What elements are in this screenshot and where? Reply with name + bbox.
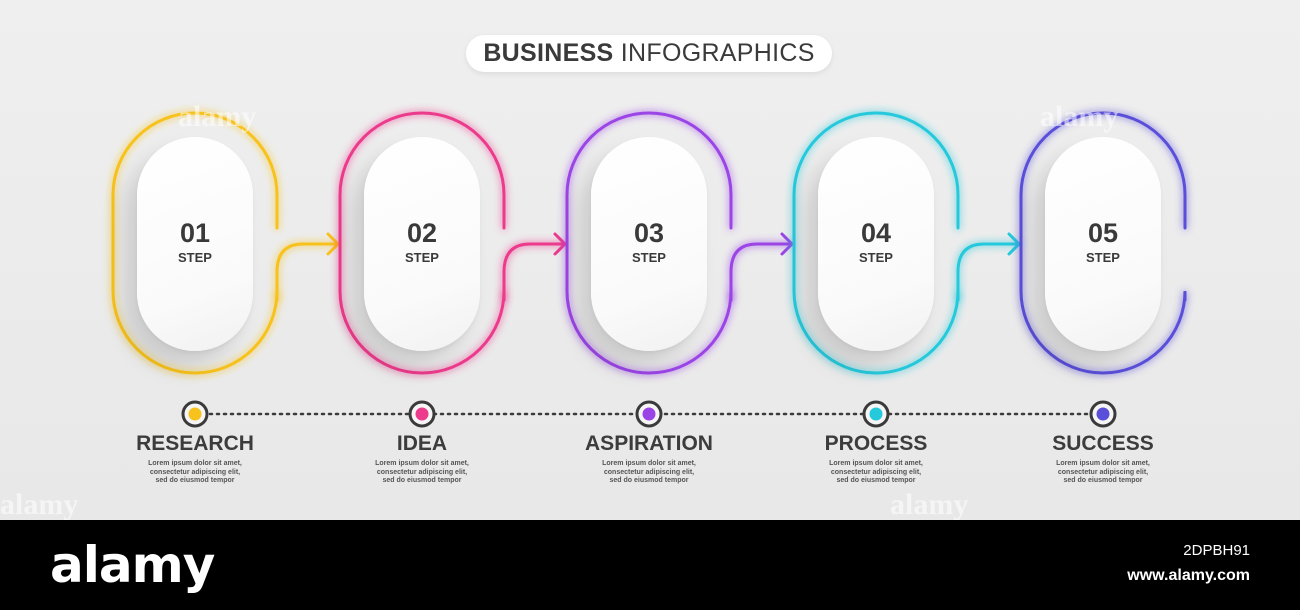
desc-line: consectetur adipiscing elit, [376, 468, 468, 476]
timeline-marker-dot [188, 407, 202, 421]
step-loop-outline [338, 111, 506, 375]
step-number: 04 [860, 218, 892, 248]
desc-line: consectetur adipiscing elit, [830, 468, 922, 476]
desc-line: consectetur adipiscing elit, [603, 468, 695, 476]
desc-line: sed do eiusmod tempor [609, 477, 689, 484]
step-name-success: SUCCESS [1052, 432, 1154, 455]
desc-line: sed do eiusmod tempor [836, 477, 916, 484]
step-flow-diagram [111, 111, 1187, 428]
site-url: www.alamy.com [1127, 567, 1250, 584]
step-loop-outline [565, 111, 733, 375]
arrow-head-icon [1007, 232, 1021, 256]
step-description-4: Lorem ipsum dolor sit amet, consectetur … [816, 460, 936, 486]
connector-arrow [729, 242, 794, 302]
title-light: INFOGRAPHICS [613, 39, 815, 67]
watermark: alamy [0, 488, 79, 521]
arrow-head-icon [780, 232, 794, 256]
desc-line: consectetur adipiscing elit, [1057, 468, 1149, 476]
step-loop-outline [111, 111, 279, 375]
step-name-aspiration: ASPIRATION [585, 432, 713, 455]
step-name-idea: IDEA [396, 432, 448, 455]
desc-line: Lorem ipsum dolor sit amet, [148, 460, 242, 467]
desc-line: Lorem ipsum dolor sit amet, [1056, 460, 1150, 467]
step-number: 05 [1087, 218, 1119, 248]
infographic-canvas: BUSINESS INFOGRAPHICS 01 STEP 02 STEP 03… [0, 0, 1300, 521]
step-label: STEP [859, 250, 893, 265]
step-loop-outline [792, 111, 960, 375]
desc-line: sed do eiusmod tempor [155, 477, 235, 484]
alamy-logo: alamy [50, 536, 215, 594]
title-bold: BUSINESS [483, 39, 614, 67]
step-loop-outline [1019, 111, 1187, 375]
step-label: STEP [178, 250, 212, 265]
watermark: alamy [1040, 100, 1119, 133]
connector-arrow [956, 242, 1021, 302]
desc-line: consectetur adipiscing elit, [149, 468, 241, 476]
step-description-5: Lorem ipsum dolor sit amet, consectetur … [1043, 460, 1163, 486]
desc-line: sed do eiusmod tempor [382, 477, 462, 484]
step-description-1: Lorem ipsum dolor sit amet, consectetur … [135, 460, 255, 486]
desc-line: Lorem ipsum dolor sit amet, [829, 460, 923, 467]
step-number: 02 [406, 218, 438, 248]
step-label: STEP [1086, 250, 1120, 265]
step-card-1: 01 STEP [137, 137, 253, 351]
step-description-2: Lorem ipsum dolor sit amet, consectetur … [362, 460, 482, 486]
desc-line: Lorem ipsum dolor sit amet, [602, 460, 696, 467]
timeline-marker-dot [869, 407, 883, 421]
desc-line: sed do eiusmod tempor [1063, 477, 1143, 484]
arrow-head-icon [553, 232, 567, 256]
step-description-3: Lorem ipsum dolor sit amet, consectetur … [589, 460, 709, 486]
watermark: alamy [890, 488, 969, 521]
step-card-4: 04 STEP [818, 137, 934, 351]
connector-arrow [275, 242, 340, 302]
timeline-marker-dot [642, 407, 656, 421]
page-title: BUSINESS INFOGRAPHICS [466, 35, 832, 72]
arrow-head-icon [326, 232, 340, 256]
step-name-research: RESEARCH [136, 432, 254, 455]
footer-bar: alamy 2DPBH91 www.alamy.com [0, 520, 1300, 610]
image-id: 2DPBH91 [1183, 542, 1250, 559]
connector-arrow [502, 242, 567, 302]
step-name-process: PROCESS [824, 432, 928, 455]
timeline-marker-dot [415, 407, 429, 421]
step-label: STEP [405, 250, 439, 265]
step-number: 03 [633, 218, 665, 248]
step-label: STEP [632, 250, 666, 265]
desc-line: Lorem ipsum dolor sit amet, [375, 460, 469, 467]
watermark: alamy [178, 100, 257, 133]
step-card-2: 02 STEP [364, 137, 480, 351]
step-card-5: 05 STEP [1045, 137, 1161, 351]
timeline-marker-dot [1096, 407, 1110, 421]
step-number: 01 [179, 218, 211, 248]
step-card-3: 03 STEP [591, 137, 707, 351]
